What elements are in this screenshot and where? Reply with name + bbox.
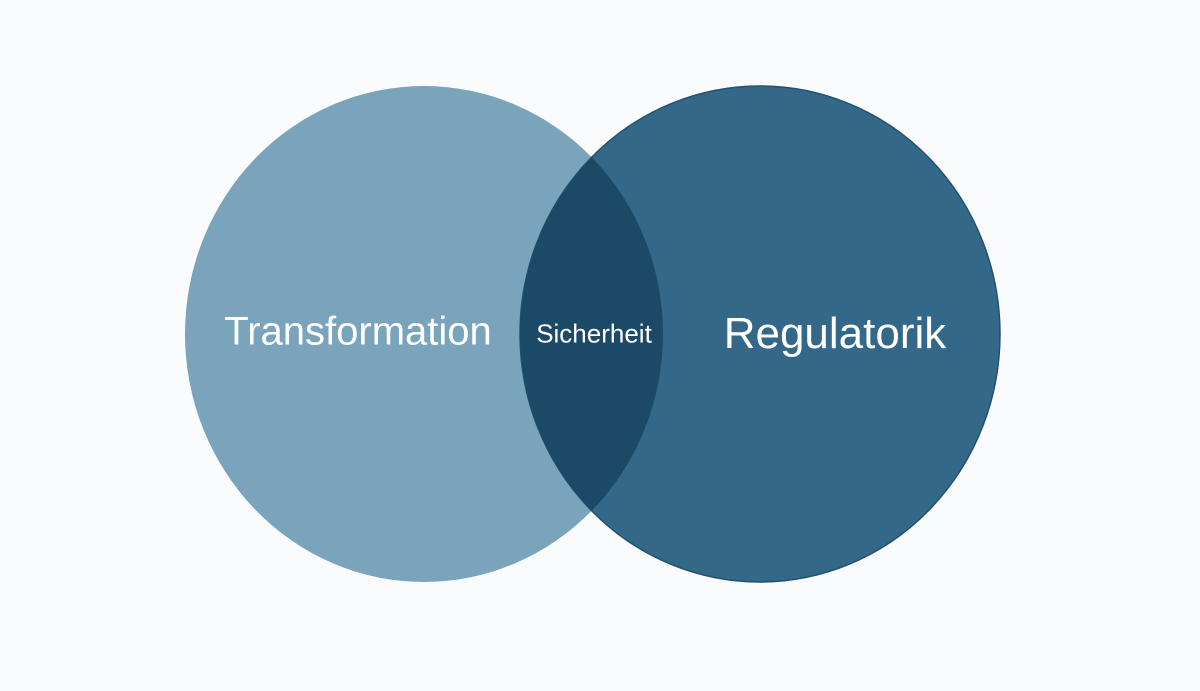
intersection-label: Sicherheit bbox=[536, 318, 652, 349]
set-circle-transformation bbox=[185, 86, 663, 582]
set-label-transformation: Transformation bbox=[224, 309, 492, 354]
set-label-regulatorik: Regulatorik bbox=[723, 309, 947, 358]
